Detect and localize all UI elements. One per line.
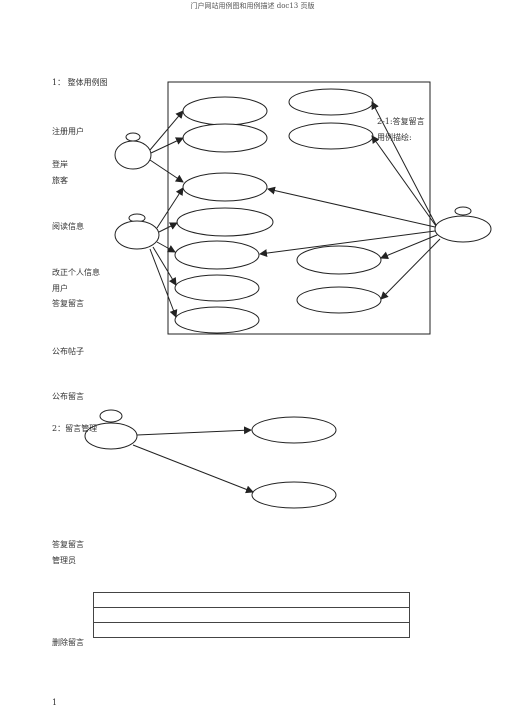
label-reply-message: 答复留言 (52, 299, 84, 308)
label-publish-post: 公布帖子 (52, 347, 84, 356)
actor-user-icon (114, 213, 160, 250)
label-admin: 管理员 (52, 556, 76, 565)
label-login: 登岸 (52, 160, 68, 169)
use-case-ellipse-7 (174, 306, 260, 334)
use-case-ellipse-11 (296, 286, 382, 314)
use-case-delete-ellipse (251, 481, 337, 509)
use-case-ellipse-6 (174, 274, 260, 302)
table-row (93, 607, 410, 623)
label-reply-desc-2: 用例描绘: (377, 133, 412, 142)
label-guest: 旅客 (52, 176, 68, 185)
label-reply-desc-1: 2-1:答复留言 (377, 117, 425, 126)
system-boundary (167, 81, 431, 335)
table-row (93, 622, 410, 638)
actor-admin-2-icon (84, 409, 138, 450)
label-user: 用户 (52, 284, 68, 293)
use-case-ellipse-4 (176, 207, 274, 237)
page-number: 1 (52, 698, 58, 707)
table-row (93, 592, 410, 608)
description-table (93, 592, 410, 638)
page-header: 门户网站用例图和用例描述 doc13 页版 (190, 2, 315, 10)
use-case-ellipse-10 (296, 245, 382, 275)
label-delete-message: 删除留言 (52, 638, 84, 647)
label-publish-message: 公布留言 (52, 392, 84, 401)
label-reply-message-2: 答复留言 (52, 540, 84, 549)
use-case-ellipse-2 (182, 123, 268, 153)
actor-guest-icon (114, 132, 152, 170)
use-case-ellipse-3 (182, 172, 268, 202)
section-2-title: 2：留言管理 (52, 424, 98, 433)
use-case-reply-ellipse (251, 416, 337, 444)
label-register-user: 注册用户 (52, 127, 84, 136)
label-edit-profile: 改正个人信息 (52, 268, 100, 277)
use-case-ellipse-5 (174, 240, 260, 270)
use-case-ellipse-1 (182, 96, 268, 126)
label-read-info: 阅读信息 (52, 222, 84, 231)
use-case-ellipse-9 (288, 122, 374, 150)
use-case-ellipse-8 (288, 88, 374, 116)
section-1-title: 1： 整体用例图 (52, 78, 108, 87)
actor-admin-icon (434, 206, 492, 243)
